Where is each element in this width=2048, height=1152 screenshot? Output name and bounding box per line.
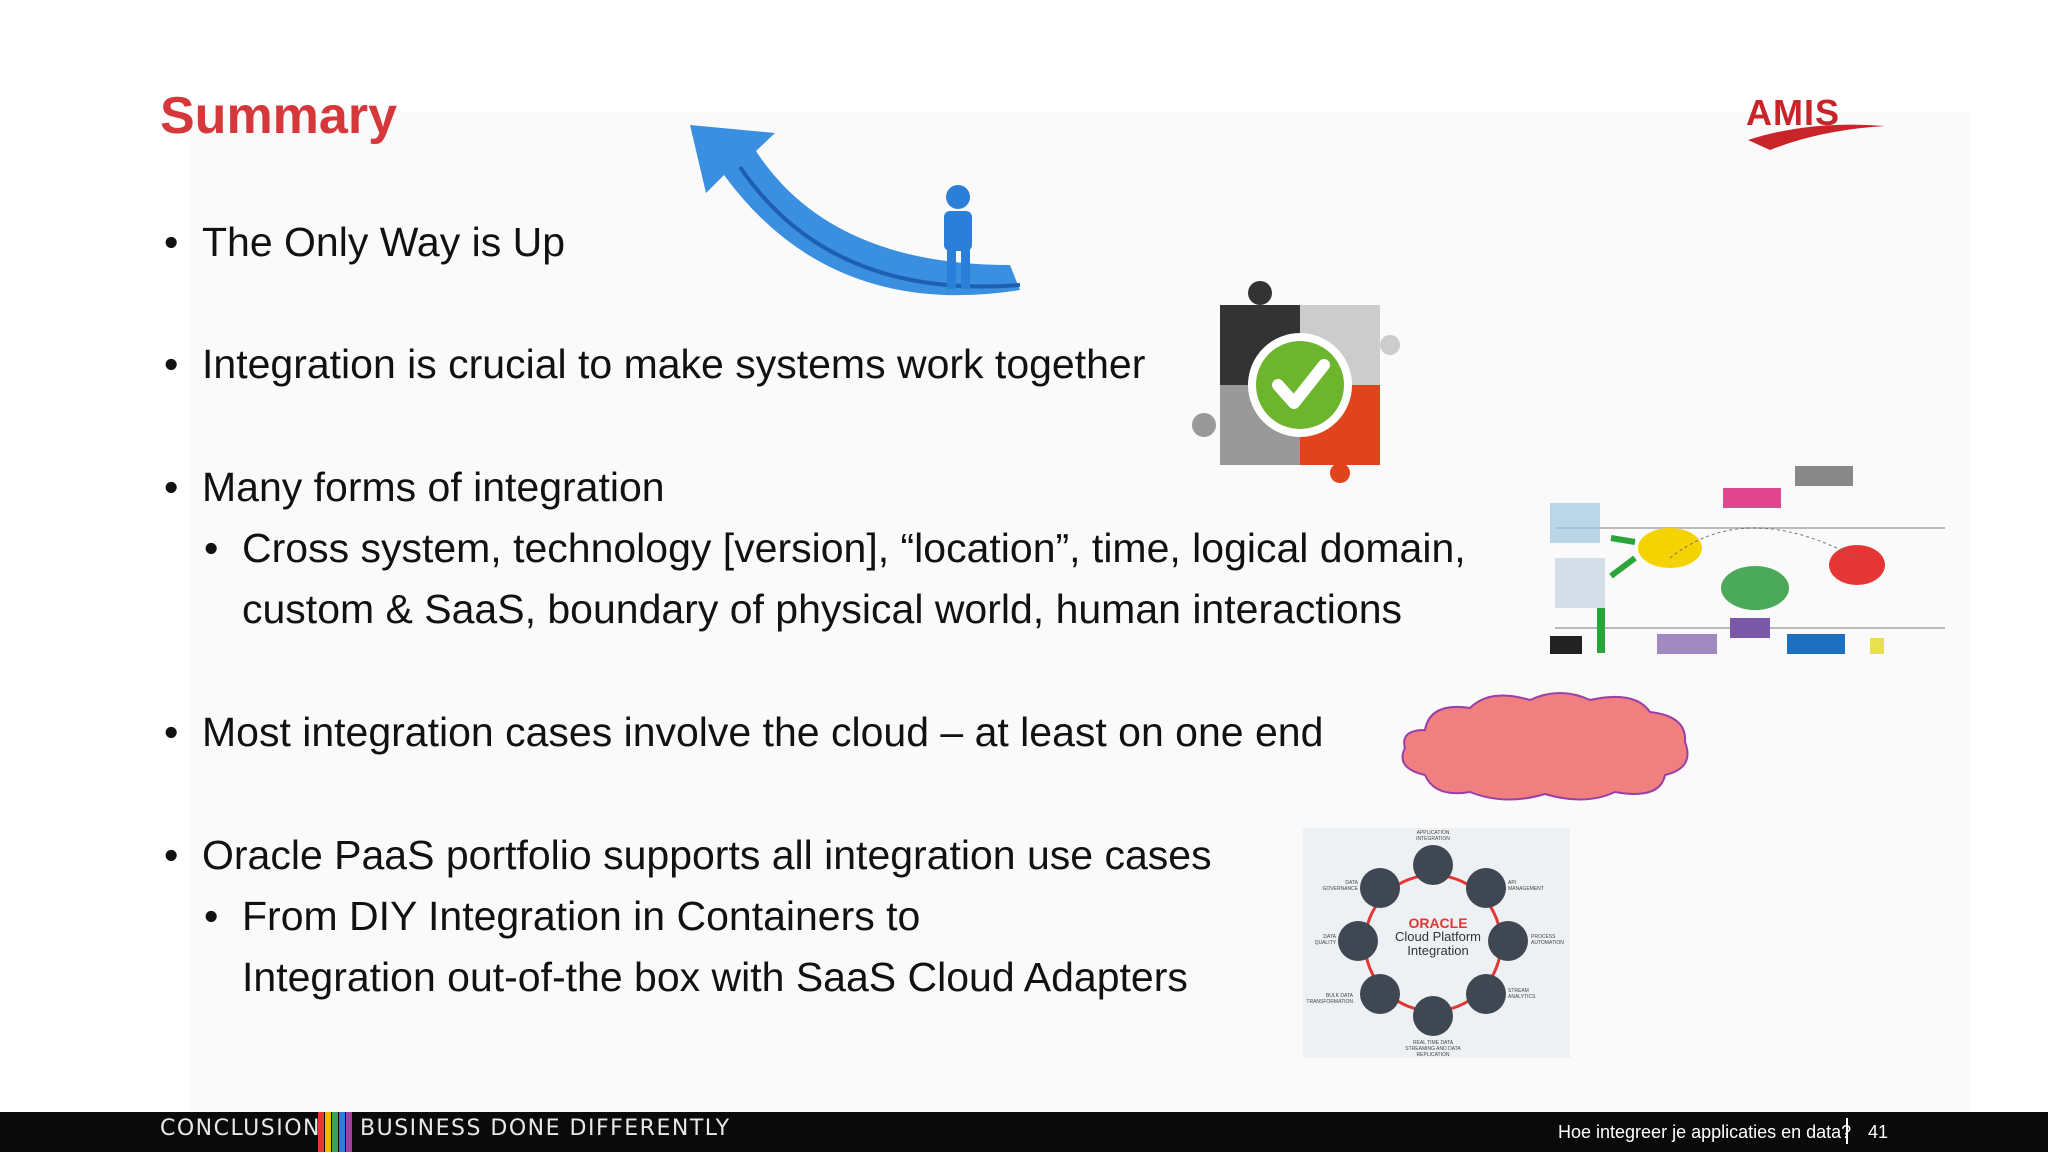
- footer-divider: [1846, 1118, 1848, 1144]
- puzzle-checkmark-icon: [1192, 281, 1400, 483]
- bullet-text: Oracle PaaS portfolio supports all integ…: [202, 832, 1212, 878]
- oracle-center-line2: Integration: [1407, 943, 1469, 958]
- upward-arrow-person-image: [690, 125, 1020, 296]
- sub-bullet-line-2: custom & SaaS, boundary of physical worl…: [242, 586, 1402, 632]
- oracle-label-data-governance: DATA GOVERNANCE: [1322, 880, 1358, 892]
- oracle-label-bulk-data: BULK DATA TRANSFORMATION: [1306, 993, 1353, 1005]
- oracle-label-api-management: API MANAGEMENT: [1508, 880, 1544, 892]
- footer-tagline: BUSINESS DONE DIFFERENTLY: [360, 1116, 731, 1141]
- bullet-only-way-up: •The Only Way is Up: [164, 219, 566, 265]
- bullet-text: Integration is crucial to make systems w…: [202, 341, 1146, 387]
- logo-swoosh-icon: [1748, 124, 1885, 150]
- sub-bullet-diy-integration: •From DIY Integration in Containers to I…: [204, 893, 1188, 1000]
- bullet-text: The Only Way is Up: [202, 219, 566, 265]
- footer-stripe: [346, 1112, 352, 1152]
- slide-title: Summary: [160, 87, 397, 145]
- footer-topic: Hoe integreer je applicaties en data?: [1558, 1122, 1852, 1142]
- bullet-cloud-cases: •Most integration cases involve the clou…: [164, 709, 1324, 755]
- oracle-label-process-automation: PROCESS AUTOMATION: [1531, 934, 1564, 946]
- integration-architecture-diagram: [1550, 466, 1945, 654]
- footer-stripe: [318, 1112, 324, 1152]
- bullet-text: Many forms of integration: [202, 464, 665, 510]
- oracle-brand: ORACLE: [1408, 915, 1468, 931]
- content-background: [190, 112, 1970, 1112]
- bullet-integration-crucial: •Integration is crucial to make systems …: [164, 341, 1146, 387]
- footer-stripe: [332, 1112, 338, 1152]
- oracle-label-real-time-data: REAL TIME DATA STREAMING AND DATA REPLIC…: [1405, 1040, 1461, 1058]
- oracle-cloud-integration-graphic: ORACLE Cloud Platform Integration APPLIC…: [1303, 828, 1570, 1058]
- sub-bullet-line-2: Integration out-of-the box with SaaS Clo…: [242, 954, 1188, 1000]
- oracle-label-app-integration: APPLICATION INTEGRATION: [1416, 830, 1450, 842]
- bullet-forms-of-integration: •Many forms of integration: [164, 464, 665, 510]
- bullet-oracle-paas: •Oracle PaaS portfolio supports all inte…: [164, 832, 1212, 878]
- sub-bullet-cross-system: •Cross system, technology [version], “lo…: [204, 525, 1466, 632]
- amis-logo: AMIS: [1740, 92, 1890, 150]
- footer-conclusion-label: CONCLUSION: [160, 1116, 321, 1141]
- sub-bullet-line-1: From DIY Integration in Containers to: [242, 893, 921, 939]
- sub-bullet-line-1: Cross system, technology [version], “loc…: [242, 525, 1466, 571]
- footer-stripe: [339, 1112, 345, 1152]
- oracle-label-stream-analytics: STREAM ANALYTICS: [1508, 988, 1536, 1000]
- footer-stripe: [325, 1112, 331, 1152]
- oracle-center-line1: Cloud Platform: [1395, 929, 1481, 944]
- oracle-label-data-quality: DATA QUALITY: [1314, 934, 1336, 946]
- oracle-ring-icon: [1338, 845, 1528, 1036]
- cloud-icon: [1401, 692, 1689, 801]
- oracle-center-label: ORACLE Cloud Platform Integration: [1393, 916, 1483, 958]
- bullet-text: Most integration cases involve the cloud…: [202, 709, 1324, 755]
- page-number: 41: [1868, 1122, 1889, 1142]
